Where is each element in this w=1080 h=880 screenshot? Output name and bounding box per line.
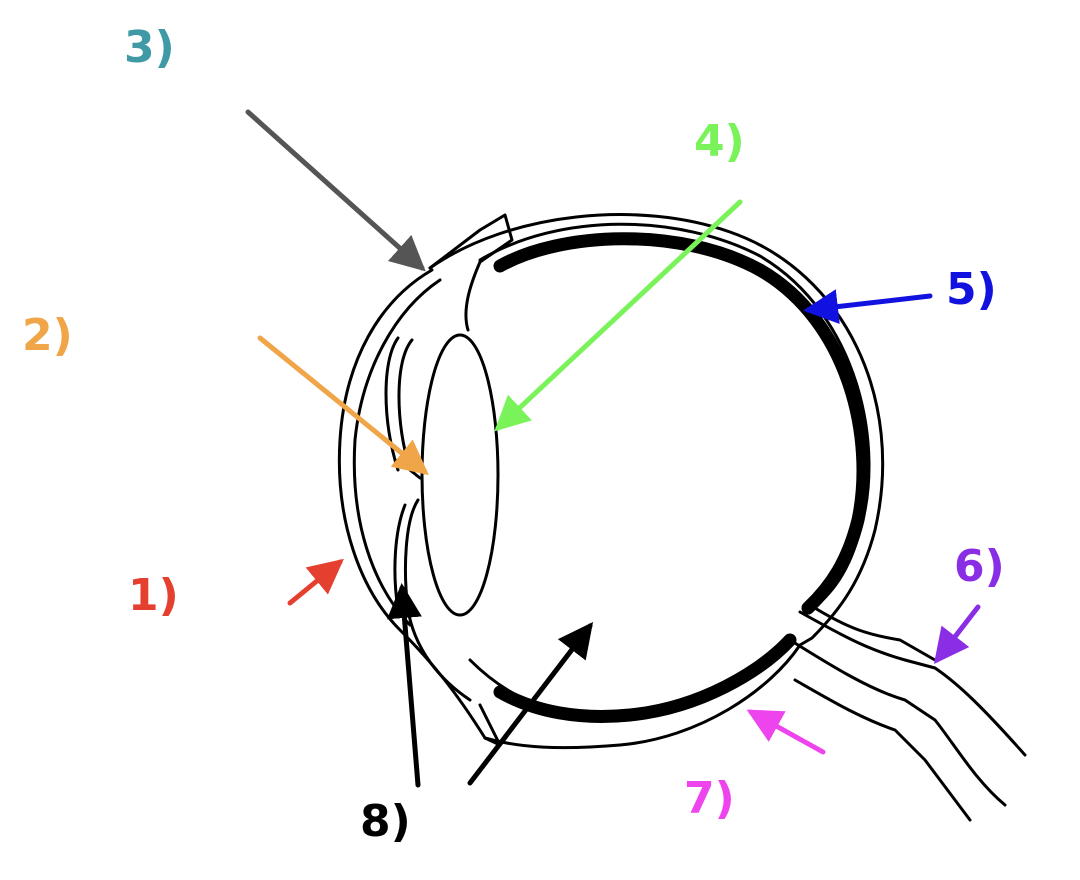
arrow-2 (257, 335, 429, 476)
optic-nerve-sheath-upper (808, 603, 937, 662)
vitreous-wall-lower (468, 658, 602, 722)
iris-lower (404, 498, 472, 702)
arrows (245, 109, 981, 788)
arrow-8b (467, 622, 594, 786)
ciliary-upper (464, 260, 482, 332)
label-3: 3) (124, 22, 175, 73)
optic-nerve-sheath-lower (793, 678, 972, 822)
label-1: 1) (128, 570, 179, 621)
label-8: 8) (360, 796, 411, 847)
arrow-6 (933, 604, 981, 664)
lower-eyelid (478, 703, 502, 747)
label-7: 7) (684, 773, 735, 824)
cornea-inner (352, 278, 442, 627)
arrow-3 (245, 109, 426, 272)
label-4: 4) (694, 116, 745, 167)
retina-band (493, 232, 870, 615)
arrow-8a (386, 583, 422, 788)
optic-nerve-lower (788, 638, 1007, 807)
label-5: 5) (946, 264, 997, 315)
eyeball-drawing (337, 213, 1027, 822)
label-2: 2) (22, 310, 73, 361)
sclera-outer-outline (428, 213, 885, 750)
lens (420, 333, 500, 617)
label-6: 6) (954, 541, 1005, 592)
arrow-1 (287, 558, 344, 606)
arrow-7 (746, 709, 826, 755)
arrow-4 (494, 199, 743, 432)
retina-band-lower (493, 633, 797, 723)
upper-eyelid-tip (428, 213, 514, 270)
optic-nerve-upper (798, 610, 1027, 757)
arrow-5 (803, 289, 933, 324)
